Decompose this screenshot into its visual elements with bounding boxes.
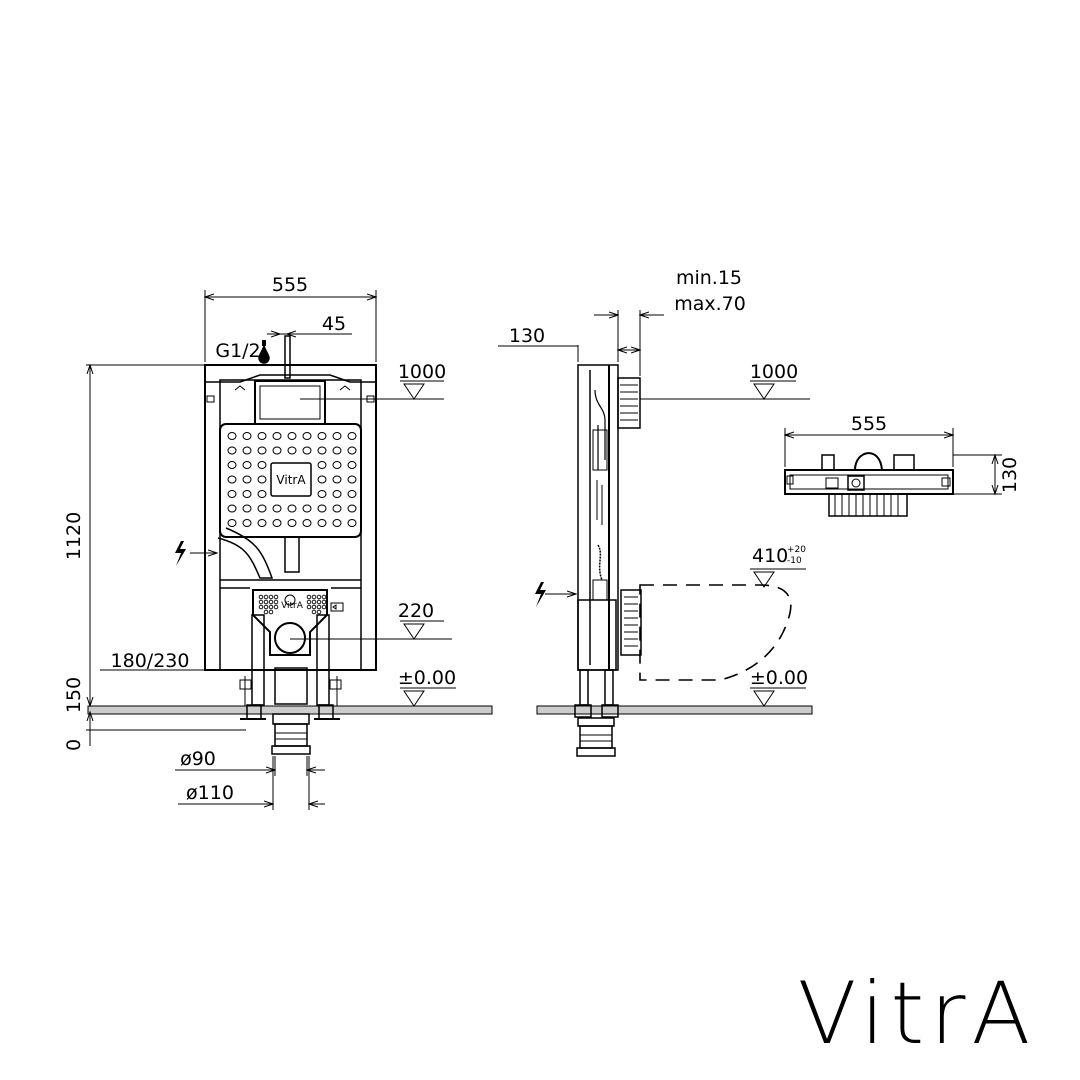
pipe-d90-label: ø90	[180, 748, 216, 770]
pipe-d110-label: ø110	[186, 782, 234, 804]
outlet-plate	[252, 589, 328, 656]
top-dimensions	[785, 428, 1002, 494]
outlet-brand: VitrA	[281, 601, 304, 611]
panel-brand: VitrA	[276, 473, 306, 487]
wall-max-label: max.70	[674, 293, 746, 315]
front-dimensions	[86, 290, 456, 810]
brand-logo: VitrA	[798, 964, 1037, 1064]
side-electrical-icon	[535, 582, 546, 607]
front-level-drain: 220	[398, 600, 434, 622]
top-width-label: 555	[851, 413, 887, 435]
front-level-cistern: 1000	[398, 361, 446, 383]
outlet-hole	[274, 622, 306, 654]
front-floor-strip	[87, 705, 493, 715]
side-dimensions	[498, 310, 810, 707]
top-view	[784, 452, 954, 517]
side-level-floor: ±0.00	[750, 667, 808, 689]
front-view	[87, 335, 493, 755]
flush-opening	[254, 380, 326, 425]
electrical-icon	[175, 541, 186, 566]
front-level-floor: ±0.00	[398, 667, 456, 689]
side-depth-label: 130	[509, 325, 545, 347]
side-view	[536, 364, 813, 757]
side-level-cistern: 1000	[750, 361, 798, 383]
front-height-label: 1120	[63, 512, 85, 560]
water-drop-icon	[258, 343, 270, 364]
bowl-tol-minus: -10	[787, 556, 802, 566]
frame-outer	[204, 364, 377, 671]
bowl-tol-plus: +20	[787, 545, 806, 555]
foot-adjust-label: 180/230	[111, 650, 190, 672]
top-depth-label: 130	[999, 457, 1021, 493]
bowl-height-label: 410	[752, 545, 788, 567]
pipe-offset-label: 45	[322, 313, 346, 335]
floor-range-top-label: 150	[63, 677, 85, 713]
side-floor-strip	[536, 705, 813, 715]
floor-range-bottom-label: 0	[63, 739, 85, 751]
front-width-label: 555	[272, 274, 308, 296]
wall-min-label: min.15	[676, 267, 742, 289]
outlet-dot-pattern	[258, 594, 327, 615]
wc-bowl-outline	[639, 584, 792, 681]
thread-label: G1/2	[215, 340, 260, 362]
cistern-dot-pattern	[227, 432, 357, 527]
cistern-logo-badge	[270, 462, 312, 497]
